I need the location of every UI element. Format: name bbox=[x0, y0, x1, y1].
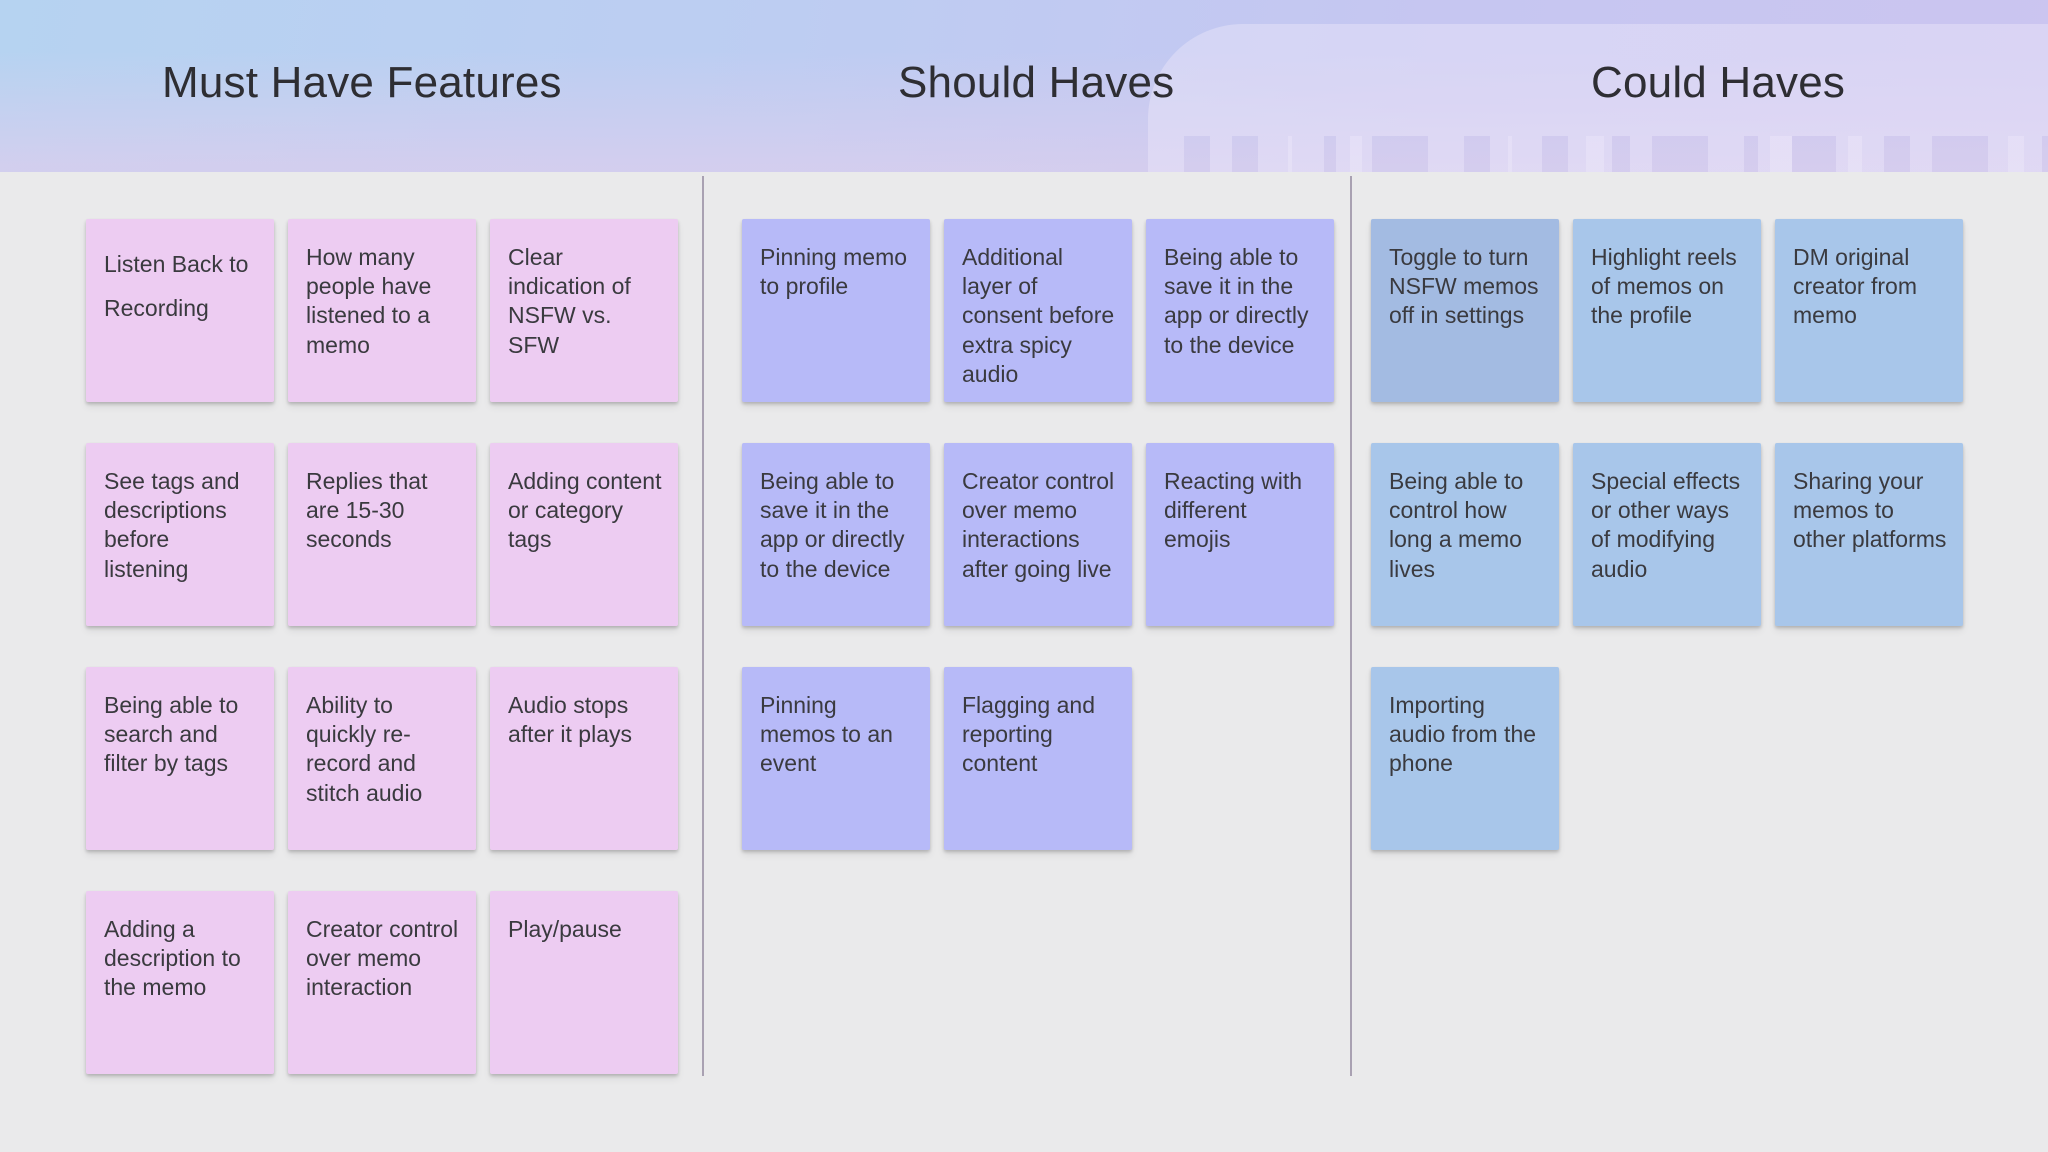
sticky-note[interactable]: Adding a description to the memo bbox=[86, 891, 274, 1074]
sticky-note[interactable]: Being able to control how long a memo li… bbox=[1371, 443, 1559, 626]
sticky-note[interactable]: DM original creator from memo bbox=[1775, 219, 1963, 402]
sticky-note-text: Importing audio from the phone bbox=[1389, 692, 1537, 777]
sticky-note[interactable]: Importing audio from the phone bbox=[1371, 667, 1559, 850]
sticky-note-text: Being able to control how long a memo li… bbox=[1389, 468, 1524, 582]
sticky-note-text: Creator control over memo interaction bbox=[306, 916, 459, 1001]
sticky-note[interactable]: Listen Back to Recording bbox=[86, 219, 274, 402]
sticky-note-text: Being able to save it in the app or dire… bbox=[760, 468, 905, 582]
sticky-note-text: Flagging and reporting content bbox=[962, 692, 1095, 777]
sticky-note-text: Replies that are 15-30 seconds bbox=[306, 468, 428, 553]
sticky-note[interactable]: See tags and descriptions before listeni… bbox=[86, 443, 274, 626]
sticky-note-text: Creator control over memo interactions a… bbox=[962, 468, 1115, 582]
sticky-note-text: Being able to save it in the app or dire… bbox=[1164, 244, 1309, 358]
sticky-note[interactable]: Flagging and reporting content bbox=[944, 667, 1132, 850]
sticky-note-text: Ability to quickly re-record and stitch … bbox=[306, 692, 423, 806]
column-title-could-haves[interactable]: Could Haves bbox=[1591, 58, 1846, 107]
sticky-note-text: Adding content or category tags bbox=[508, 468, 662, 553]
sticky-note-text: Special effects or other ways of modifyi… bbox=[1591, 468, 1741, 582]
sticky-note[interactable]: Replies that are 15-30 seconds bbox=[288, 443, 476, 626]
note-group-must-have: Listen Back to Recording How many people… bbox=[86, 219, 678, 1074]
sticky-note[interactable]: Reacting with different emojis bbox=[1146, 443, 1334, 626]
sticky-note[interactable]: Toggle to turn NSFW memos off in setting… bbox=[1371, 219, 1559, 402]
sticky-note[interactable]: How many people have listened to a memo bbox=[288, 219, 476, 402]
sticky-note-text: Pinning memo to profile bbox=[760, 244, 908, 300]
column-title-should-haves[interactable]: Should Haves bbox=[898, 58, 1175, 107]
sticky-note-text: Additional layer of consent before extra… bbox=[962, 244, 1115, 387]
sticky-note[interactable]: Additional layer of consent before extra… bbox=[944, 219, 1132, 402]
sticky-note[interactable]: Creator control over memo interactions a… bbox=[944, 443, 1132, 626]
sticky-note[interactable]: Special effects or other ways of modifyi… bbox=[1573, 443, 1761, 626]
sticky-note-text: Adding a description to the memo bbox=[104, 916, 241, 1001]
sticky-note-text: Listen Back to Recording bbox=[104, 251, 249, 321]
banner-decorative-skyline bbox=[1148, 24, 2048, 172]
sticky-note[interactable]: Being able to save it in the app or dire… bbox=[1146, 219, 1334, 402]
sticky-note[interactable]: Pinning memo to profile bbox=[742, 219, 930, 402]
sticky-note[interactable]: Being able to save it in the app or dire… bbox=[742, 443, 930, 626]
sticky-note-text: Highlight reels of memos on the profile bbox=[1591, 244, 1737, 329]
sticky-note[interactable]: Adding content or category tags bbox=[490, 443, 678, 626]
sticky-note[interactable]: Being able to search and filter by tags bbox=[86, 667, 274, 850]
sticky-note-text: See tags and descriptions before listeni… bbox=[104, 468, 240, 582]
column-title-must-have[interactable]: Must Have Features bbox=[162, 58, 562, 107]
sticky-note-text: How many people have listened to a memo bbox=[306, 244, 432, 358]
sticky-note-text: Reacting with different emojis bbox=[1164, 468, 1303, 553]
column-divider bbox=[1350, 176, 1352, 1076]
sticky-note-text: Being able to search and filter by tags bbox=[104, 692, 239, 777]
sticky-note-text: Toggle to turn NSFW memos off in setting… bbox=[1389, 244, 1539, 329]
sticky-note-text: Audio stops after it plays bbox=[508, 692, 632, 748]
sticky-note-text: DM original creator from memo bbox=[1793, 244, 1917, 329]
sticky-note[interactable]: Highlight reels of memos on the profile bbox=[1573, 219, 1761, 402]
sticky-note[interactable]: Play/pause bbox=[490, 891, 678, 1074]
sticky-note[interactable]: Pinning memos to an event bbox=[742, 667, 930, 850]
column-divider bbox=[702, 176, 704, 1076]
header-banner: Must Have Features Should Haves Could Ha… bbox=[0, 0, 2048, 172]
sticky-note[interactable]: Sharing your memos to other platforms bbox=[1775, 443, 1963, 626]
note-group-should-haves: Pinning memo to profile Additional layer… bbox=[742, 219, 1334, 850]
sticky-note-text: Sharing your memos to other platforms bbox=[1793, 468, 1947, 553]
sticky-note[interactable]: Ability to quickly re-record and stitch … bbox=[288, 667, 476, 850]
sticky-note-text: Clear indication of NSFW vs. SFW bbox=[508, 244, 631, 358]
note-group-could-haves: Toggle to turn NSFW memos off in setting… bbox=[1371, 219, 1963, 850]
sticky-note[interactable]: Creator control over memo interaction bbox=[288, 891, 476, 1074]
sticky-note[interactable]: Audio stops after it plays bbox=[490, 667, 678, 850]
sticky-note-text: Pinning memos to an event bbox=[760, 692, 893, 777]
sticky-note[interactable]: Clear indication of NSFW vs. SFW bbox=[490, 219, 678, 402]
sticky-note-text: Play/pause bbox=[508, 916, 622, 942]
